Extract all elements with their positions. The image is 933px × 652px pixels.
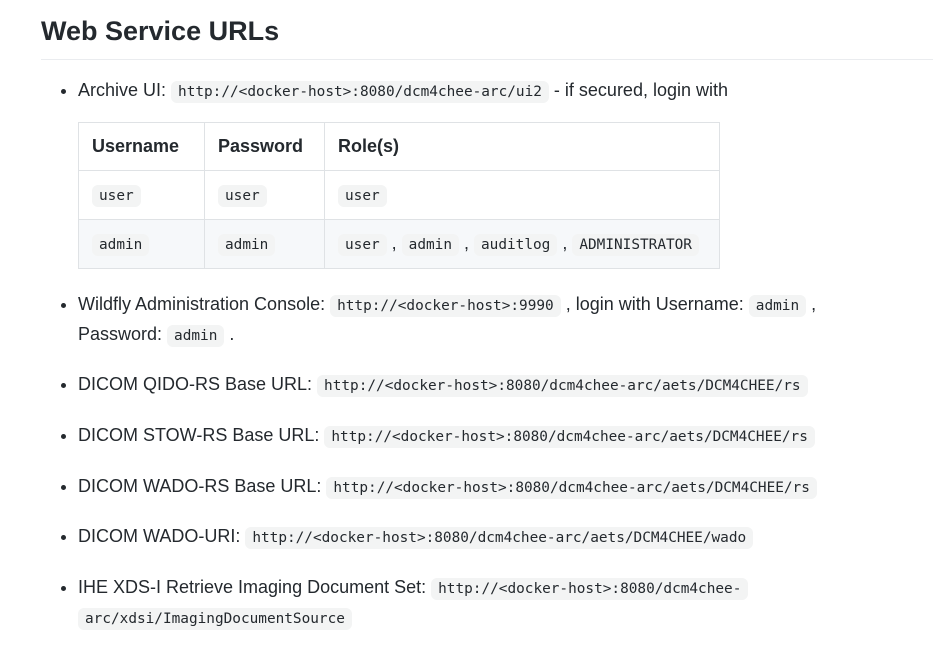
password-code-chip: admin (218, 234, 276, 257)
credentials-row-admin: admin admin user , admin , auditlog , AD… (78, 219, 720, 269)
role-separator: , (459, 233, 475, 254)
archive-ui-label: Archive UI: (78, 80, 172, 101)
credentials-table: Username Password Role(s) user user user… (78, 121, 720, 269)
role-code-chip: ADMINISTRATOR (572, 234, 699, 257)
list-item-xdsi: IHE XDS-I Retrieve Imaging Document Set:… (78, 573, 843, 632)
list-item-stow-rs: DICOM STOW-RS Base URL: http://<docker-h… (78, 421, 843, 451)
role-separator: , (386, 233, 402, 254)
username-code-chip: user (92, 185, 141, 208)
col-header-password: Password (204, 121, 325, 172)
col-header-username: Username (78, 121, 205, 172)
wildfly-username-code: admin (748, 294, 807, 317)
cell-username: admin (78, 219, 205, 269)
document: Web Service URLs Archive UI: http://<doc… (41, 14, 933, 632)
wado-rs-url-code: http://<docker-host>:8080/dcm4chee-arc/a… (326, 476, 817, 499)
list-item-qido-rs: DICOM QIDO-RS Base URL: http://<docker-h… (78, 370, 843, 400)
list-item-wado-uri: DICOM WADO-URI: http://<docker-host>:808… (78, 522, 843, 552)
wado-rs-label: DICOM WADO-RS Base URL: (78, 475, 327, 496)
cell-roles: user , admin , auditlog , ADMINISTRATOR (324, 219, 720, 269)
role-code-chip: admin (401, 234, 459, 257)
list-item-archive-ui: Archive UI: http://<docker-host>:8080/dc… (78, 76, 843, 269)
qido-label: DICOM QIDO-RS Base URL: (78, 374, 318, 395)
cell-password: user (204, 170, 325, 221)
password-code-chip: user (218, 185, 267, 208)
credentials-header-row: Username Password Role(s) (78, 121, 720, 172)
list-item-wildfly-console: Wildfly Administration Console: http://<… (78, 290, 843, 349)
role-code-chip: auditlog (474, 234, 558, 257)
wildfly-password-text: , Password: (78, 293, 817, 344)
role-code-chip: user (338, 185, 387, 208)
wado-uri-label: DICOM WADO-URI: (78, 526, 246, 547)
cell-password: admin (204, 219, 325, 269)
page-title: Web Service URLs (41, 14, 933, 61)
cell-roles: user (324, 170, 720, 221)
list-item-wado-rs: DICOM WADO-RS Base URL: http://<docker-h… (78, 472, 843, 502)
wildfly-suffix: . (224, 323, 235, 344)
archive-ui-url-code: http://<docker-host>:8080/dcm4chee-arc/u… (171, 81, 549, 104)
role-separator: , (557, 233, 573, 254)
credentials-row-user: user user user (78, 170, 720, 221)
col-header-roles: Role(s) (324, 121, 720, 172)
stow-label: DICOM STOW-RS Base URL: (78, 424, 325, 445)
xdsi-label: IHE XDS-I Retrieve Imaging Document Set: (78, 576, 432, 597)
wildfly-password-code: admin (167, 324, 225, 347)
wildfly-label: Wildfly Administration Console: (78, 293, 331, 314)
cell-username: user (78, 170, 205, 221)
username-code-chip: admin (92, 234, 150, 257)
wildfly-login-text: , login with Username: (560, 293, 749, 314)
stow-url-code: http://<docker-host>:8080/dcm4chee-arc/a… (324, 425, 815, 448)
qido-url-code: http://<docker-host>:8080/dcm4chee-arc/a… (317, 375, 808, 398)
service-url-list: Archive UI: http://<docker-host>:8080/dc… (41, 76, 843, 632)
role-code-chip: user (338, 234, 387, 257)
archive-ui-suffix: - if secured, login with (548, 80, 728, 101)
wado-uri-url-code: http://<docker-host>:8080/dcm4chee-arc/a… (245, 527, 754, 550)
wildfly-url-code: http://<docker-host>:9990 (330, 294, 561, 317)
